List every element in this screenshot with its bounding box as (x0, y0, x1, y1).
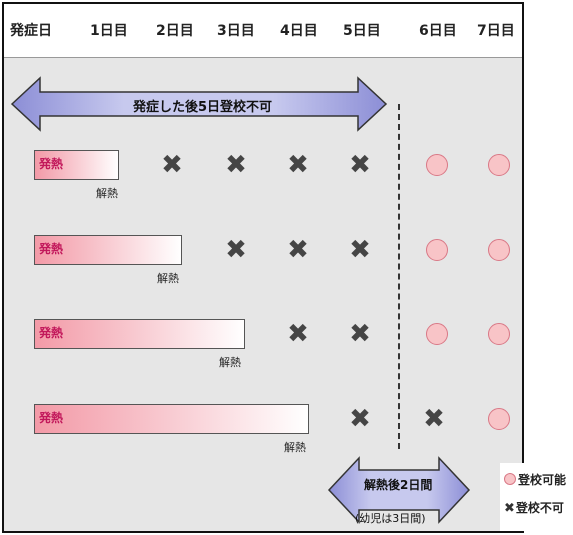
allowed-mark (426, 239, 448, 261)
not-allowed-mark: ✖ (423, 404, 445, 434)
day-label-1: 1日目 (90, 23, 128, 39)
resolve-label: 解熱 (284, 441, 306, 454)
resolve-label: 解熱 (157, 272, 179, 285)
fever-bar: 発熱 (34, 404, 309, 434)
fever-label: 発熱 (39, 242, 64, 256)
day-label-3: 3日目 (217, 23, 255, 39)
allowed-mark (426, 323, 448, 345)
fever-bar: 発熱 (34, 235, 182, 265)
fever-bar: 発熱 (34, 319, 245, 349)
resolve-label: 解熱 (96, 187, 118, 200)
dashed-divider (398, 104, 400, 449)
fever-label: 発熱 (39, 411, 64, 425)
legend-ng: ✖登校不可 (504, 499, 564, 516)
allowed-mark (426, 154, 448, 176)
not-allowed-mark: ✖ (287, 319, 309, 349)
top-arrow-label: 発症した後5日登校不可 (133, 100, 273, 115)
day-label-2: 2日目 (156, 23, 194, 39)
legend-ok: 登校可能 (504, 471, 566, 488)
allowed-mark (488, 408, 510, 430)
day-label-5: 5日目 (343, 23, 381, 39)
not-allowed-mark: ✖ (349, 319, 371, 349)
day-label-7: 7日目 (477, 23, 515, 39)
bottom-arrow-sublabel: (幼児は3日間) (355, 512, 426, 525)
fever-label: 発熱 (39, 326, 64, 340)
diagram-body (4, 58, 522, 531)
resolve-label: 解熱 (219, 356, 241, 369)
day-label-onset: 発症日 (10, 23, 52, 39)
allowed-mark (488, 154, 510, 176)
not-allowed-mark: ✖ (349, 404, 371, 434)
not-allowed-mark: ✖ (161, 150, 183, 180)
day-label-6: 6日目 (419, 23, 457, 39)
not-allowed-mark: ✖ (287, 150, 309, 180)
not-allowed-mark: ✖ (349, 235, 371, 265)
header-divider (4, 57, 522, 58)
not-allowed-mark: ✖ (225, 150, 247, 180)
not-allowed-mark: ✖ (349, 150, 371, 180)
not-allowed-mark: ✖ (225, 235, 247, 265)
legend-ok-label: 登校可能 (518, 473, 567, 487)
not-allowed-mark: ✖ (287, 235, 309, 265)
fever-label: 発熱 (39, 157, 64, 171)
legend: 登校可能 ✖登校不可 (500, 463, 573, 531)
allowed-mark (488, 323, 510, 345)
allowed-mark (488, 239, 510, 261)
x-mark-icon: ✖ (504, 501, 515, 516)
bottom-arrow-label: 解熱後2日間 (364, 478, 433, 492)
bottom-double-arrow (327, 456, 471, 524)
legend-ng-label: 登校不可 (515, 501, 564, 515)
top-double-arrow (10, 76, 388, 132)
circle-icon (504, 473, 516, 485)
day-label-4: 4日目 (280, 23, 318, 39)
fever-bar: 発熱 (34, 150, 119, 180)
